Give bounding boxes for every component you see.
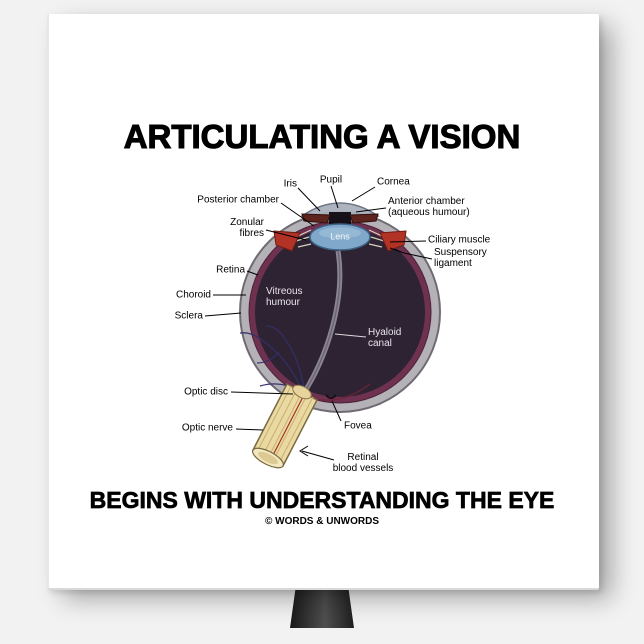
label-choroid: Choroid <box>175 289 211 301</box>
lens-highlight <box>319 227 361 239</box>
plaque-footer-line: BEGINS WITH UNDERSTANDING THE EYE <box>89 487 555 513</box>
ciliary-muscle-right <box>379 230 407 252</box>
leader-anterior-chamber <box>355 207 387 213</box>
leader-ciliary-muscle <box>389 240 427 243</box>
optic-nerve <box>251 382 319 469</box>
leader-retinal-vessels-arrow <box>299 445 309 457</box>
iris-left <box>301 213 331 224</box>
central-retinal-artery <box>270 392 306 460</box>
label-optic-disc: Optic disc <box>184 386 228 398</box>
label-retinal-blood-vessels: Retinal blood vessels <box>332 452 394 474</box>
label-lens: Lens <box>330 231 350 242</box>
label-vitreous-humour: Vitreous humour <box>266 286 303 308</box>
pupil-shape <box>329 212 351 224</box>
leader-cornea <box>351 186 376 202</box>
leader-optic-nerve <box>235 428 264 431</box>
label-optic-nerve: Optic nerve <box>181 422 233 434</box>
ciliary-muscle-left <box>273 230 301 252</box>
vitreous-body <box>255 227 425 397</box>
label-zonular-fibres: Zonular fibres <box>230 217 264 239</box>
optic-nerve-cut-core <box>258 451 278 465</box>
label-suspensory-ligament: Suspensory ligament <box>434 247 487 269</box>
iris-right <box>349 213 379 224</box>
leader-fovea <box>331 400 342 422</box>
leader-pupil <box>330 185 339 209</box>
plaque-title: ARTICULATING A VISION <box>123 118 521 155</box>
leader-hyaloid-canal <box>334 333 367 338</box>
optic-nerve-striations <box>256 385 314 464</box>
label-pupil: Pupil <box>319 174 343 186</box>
leader-sclera <box>204 312 242 317</box>
leader-suspensory-ligament <box>389 247 433 260</box>
hyaloid-canal-core <box>302 250 341 395</box>
leader-posterior-chamber <box>280 202 315 227</box>
label-retina: Retina <box>216 264 245 276</box>
label-fovea: Fovea <box>344 420 372 432</box>
retinal-vessels <box>239 325 305 392</box>
label-sclera: Sclera <box>174 310 203 322</box>
copyright-text: © WORDS & UNWORDS <box>264 516 380 527</box>
label-anterior-chamber: Anterior chamber (aqueous humour) <box>388 196 470 218</box>
fovea-notch <box>325 394 337 399</box>
label-iris: Iris <box>283 178 297 190</box>
label-ciliary-muscle: Ciliary muscle <box>428 234 491 246</box>
optic-disc-shape <box>292 384 312 400</box>
leader-retina <box>246 270 259 276</box>
leader-iris <box>297 187 321 212</box>
leader-optic-disc <box>230 391 294 395</box>
leader-retinal-vessels <box>301 450 335 461</box>
label-posterior-chamber: Posterior chamber <box>197 194 279 206</box>
leader-lines <box>204 185 433 461</box>
label-cornea: Cornea <box>377 176 410 188</box>
leader-zonular-fibres <box>265 229 307 241</box>
label-hyaloid-canal: Hyaloid canal <box>368 327 402 349</box>
